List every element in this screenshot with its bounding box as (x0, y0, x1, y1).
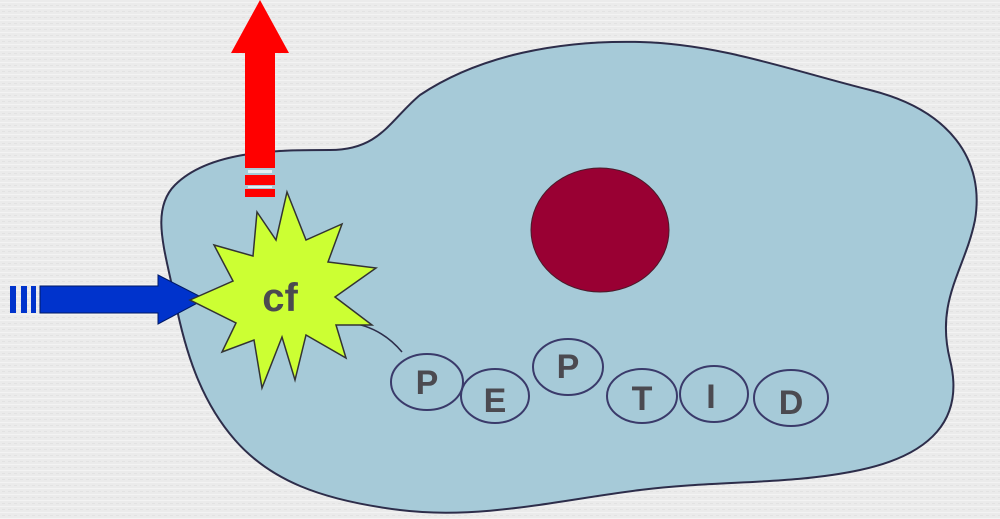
peptide-label-1: P (416, 364, 439, 402)
peptide-label-3: P (557, 348, 580, 386)
starburst-label: cf (262, 276, 298, 320)
nucleus (531, 168, 669, 292)
peptide-label-4: T (632, 380, 653, 418)
peptide-label-2: E (484, 382, 507, 420)
peptide-label-5: I (706, 378, 715, 416)
peptide-label-6: D (779, 384, 804, 422)
